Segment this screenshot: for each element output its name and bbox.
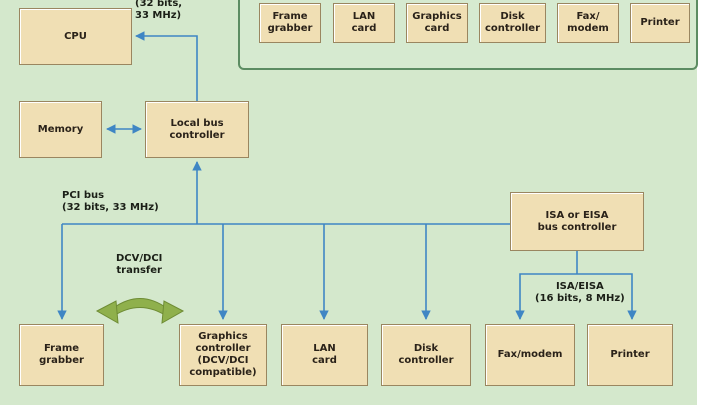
cpu-to-top-bus-line	[135, 31, 198, 101]
box-label-line: Printer	[640, 17, 680, 28]
box-label-line: card	[312, 355, 337, 366]
box-label-line: controller	[398, 355, 454, 366]
box-label-line: Memory	[37, 123, 84, 135]
cpu-box: CPU	[19, 8, 132, 65]
transfer-label-line: transfer	[116, 265, 162, 276]
box-label-line: Disk	[500, 11, 525, 22]
box-label-line: Graphics	[412, 11, 462, 22]
box-label-line: Frame	[272, 11, 308, 22]
box-label-line: CPU	[64, 30, 87, 42]
top-lan-card-box: LAN card	[333, 3, 395, 43]
printer-box: Printer	[587, 324, 673, 386]
dcv-dci-transfer-label: DCV/DCI transfer	[116, 253, 162, 277]
box-label-line: (DCV/DCI	[197, 355, 249, 366]
box-label-line: controller	[484, 23, 541, 34]
box-label-line: compatible)	[189, 367, 257, 378]
top-fax-modem-box: Fax/ modem	[557, 3, 619, 43]
transfer-arrow-icon	[95, 298, 185, 324]
box-label-line: Fax/	[576, 11, 600, 22]
frame-grabber-box: Frame grabber	[19, 324, 104, 386]
pci-bus-label-line: PCI bus	[62, 190, 105, 201]
top-disk-controller-box: Disk controller	[479, 3, 546, 43]
fax-modem-box: Fax/modem	[485, 324, 575, 386]
right-margin	[697, 0, 720, 405]
box-label-line: card	[351, 23, 377, 34]
box-label-line: Frame	[43, 343, 80, 354]
isa-eisa-controller-box: ISA or EISA bus controller	[510, 192, 644, 251]
top-bus-label-line: (32 bits,	[135, 0, 183, 9]
box-label-line: Disk	[413, 343, 439, 354]
isa-bus-label: ISA/EISA (16 bits, 8 MHz)	[535, 281, 625, 305]
box-label-line: Fax/modem	[497, 349, 563, 360]
box-label-line: controller	[169, 129, 225, 141]
top-printer-box: Printer	[630, 3, 690, 43]
top-frame-grabber-box: Frame grabber	[259, 3, 321, 43]
isa-bus-label-line: ISA/EISA	[555, 281, 604, 292]
box-label-line: LAN	[313, 343, 336, 354]
top-graphics-card-box: Graphics card	[406, 3, 468, 43]
box-label-line: LAN	[352, 11, 376, 22]
graphics-controller-box: Graphics controller (DCV/DCI compatible)	[179, 324, 267, 386]
isa-bus-label-line: (16 bits, 8 MHz)	[535, 293, 625, 304]
local-bus-controller-box: Local bus controller	[145, 101, 249, 158]
box-label-line: modem	[567, 23, 609, 34]
disk-controller-box: Disk controller	[381, 324, 471, 386]
box-label-line: grabber	[39, 355, 84, 366]
top-bus-label: (32 bits, 33 MHz)	[135, 0, 182, 22]
transfer-label-line: DCV/DCI	[116, 253, 163, 264]
box-label-line: Graphics	[198, 331, 248, 342]
box-label-line: Local bus	[170, 117, 224, 129]
lan-card-box: LAN card	[281, 324, 368, 386]
box-label-line: ISA or EISA	[545, 209, 609, 221]
memory-box: Memory	[19, 101, 102, 158]
pci-bus-label: PCI bus (32 bits, 33 MHz)	[62, 190, 159, 214]
box-label-line: grabber	[267, 23, 313, 34]
box-label-line: controller	[195, 343, 251, 354]
box-label-line: Printer	[610, 349, 650, 360]
top-bus-label-line: 33 MHz)	[135, 10, 182, 21]
box-label-line: bus controller	[537, 221, 617, 233]
box-label-line: card	[424, 23, 450, 34]
pci-bus-label-line: (32 bits, 33 MHz)	[62, 202, 159, 213]
